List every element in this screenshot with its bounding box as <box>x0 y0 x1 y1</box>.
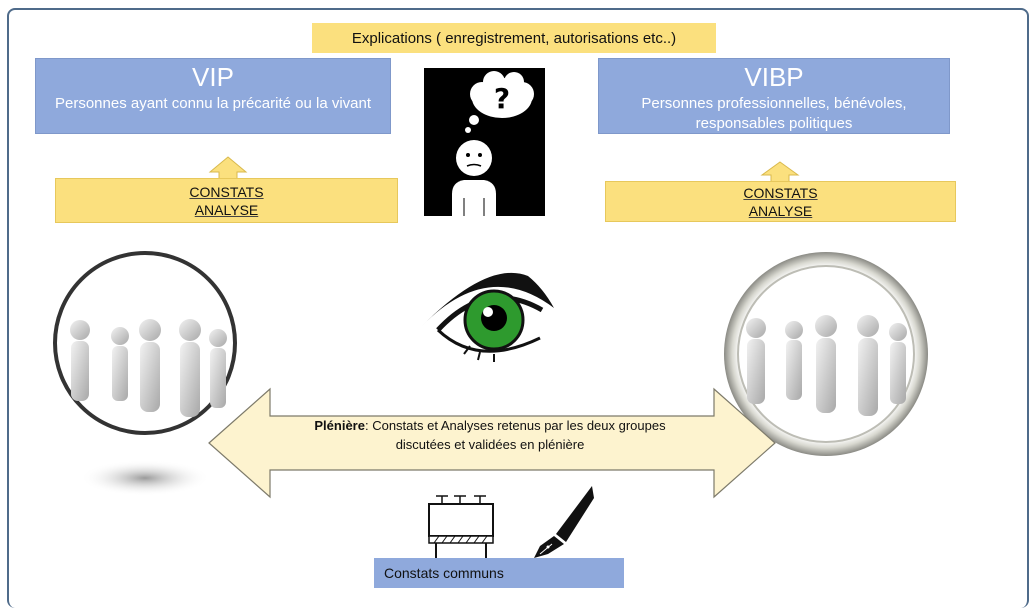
vip-title: VIP <box>192 62 234 92</box>
people-group-left-icon <box>53 251 237 496</box>
vibp-subtitle: Personnes professionnelles, bénévoles, r… <box>641 95 907 132</box>
pleniere-line1: : Constats et Analyses retenus par les d… <box>364 418 666 433</box>
constats-right-line1: CONSTATS <box>743 184 818 201</box>
constats-analyse-left: CONSTATS ANALYSE <box>55 178 398 223</box>
vip-subtitle: Personnes ayant connu la précarité ou la… <box>54 95 372 112</box>
explanations-banner: Explications ( enregistrement, autorisat… <box>312 23 716 53</box>
up-arrow-right-icon <box>760 161 800 183</box>
pleniere-double-arrow <box>208 387 776 499</box>
constats-analyse-right: CONSTATS ANALYSE <box>605 181 956 222</box>
constats-communs-text: Constats communs <box>384 565 504 581</box>
explanations-text: Explications ( enregistrement, autorisat… <box>351 29 677 47</box>
vibp-title: VIBP <box>744 62 804 92</box>
fountain-pen-icon <box>534 486 594 558</box>
up-arrow-left-icon <box>208 156 248 180</box>
thinking-person-icon: ? <box>452 71 534 216</box>
constats-right-line2: ANALYSE <box>748 202 813 219</box>
vip-box: VIP Personnes ayant connu la précarité o… <box>35 58 391 134</box>
pleniere-line2: discutées et validées en plénière <box>395 437 585 452</box>
people-group-right-icon <box>724 252 928 456</box>
slide-frame <box>7 8 1029 608</box>
question-mark-glyph: ? <box>494 82 510 115</box>
billboard-icon <box>428 495 494 558</box>
constats-communs-box: Constats communs <box>374 558 624 588</box>
pleniere-text: Plénière: Constats et Analyses retenus p… <box>270 416 710 454</box>
eye-icon <box>422 272 554 362</box>
pleniere-label: Plénière <box>314 418 365 433</box>
vibp-box: VIBP Personnes professionnelles, bénévol… <box>598 58 950 134</box>
constats-left-line2: ANALYSE <box>194 201 259 218</box>
constats-left-line1: CONSTATS <box>189 183 264 200</box>
